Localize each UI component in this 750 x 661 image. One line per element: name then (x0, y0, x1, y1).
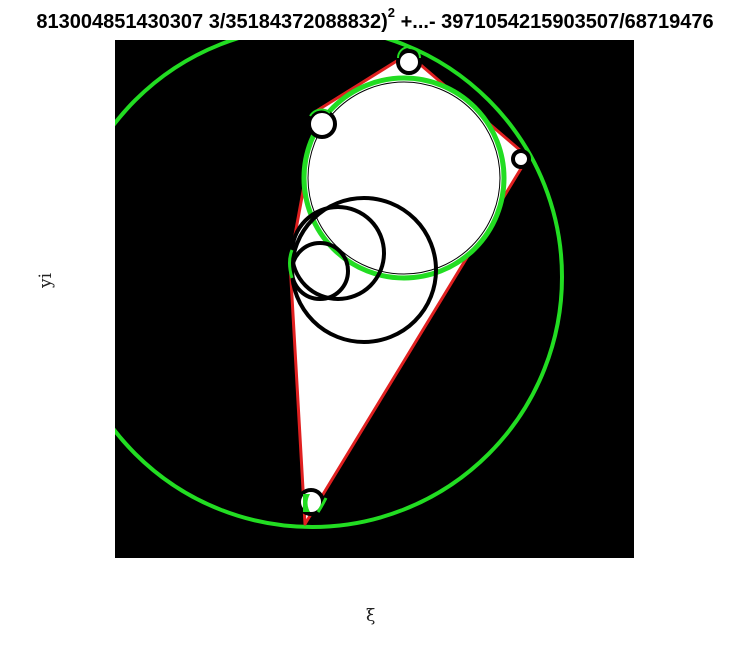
diagram-group (115, 40, 564, 529)
incircle-inner-outline (307, 81, 501, 275)
left-vertex-green-arc (288, 249, 294, 279)
x-axis-label: ξ (366, 606, 376, 626)
y-axis-label: yi (36, 272, 56, 288)
vertex-circle-bottom-green-fill (303, 494, 310, 512)
title-main: 813004851430307 3/35184372088832) (36, 11, 388, 33)
vertex-circle-bottom-green-arc (316, 497, 328, 513)
title-exponent: 2 (387, 5, 396, 21)
title-tail: +...- 3971054215903507/68719476 (395, 11, 714, 33)
black-circle-small (290, 241, 350, 301)
vertex-circle-top-green-arc (397, 46, 421, 59)
figure-title: 813004851430307 3/35184372088832)2 +...-… (36, 6, 714, 34)
vertex-circle-right (511, 149, 531, 169)
vertex-circle-top (396, 49, 422, 75)
large-green-circle (115, 40, 564, 529)
vertex-circle-upper-left-green-arc (309, 108, 331, 117)
incircle-green (301, 75, 507, 281)
vertex-circle-upper-left (307, 109, 337, 139)
